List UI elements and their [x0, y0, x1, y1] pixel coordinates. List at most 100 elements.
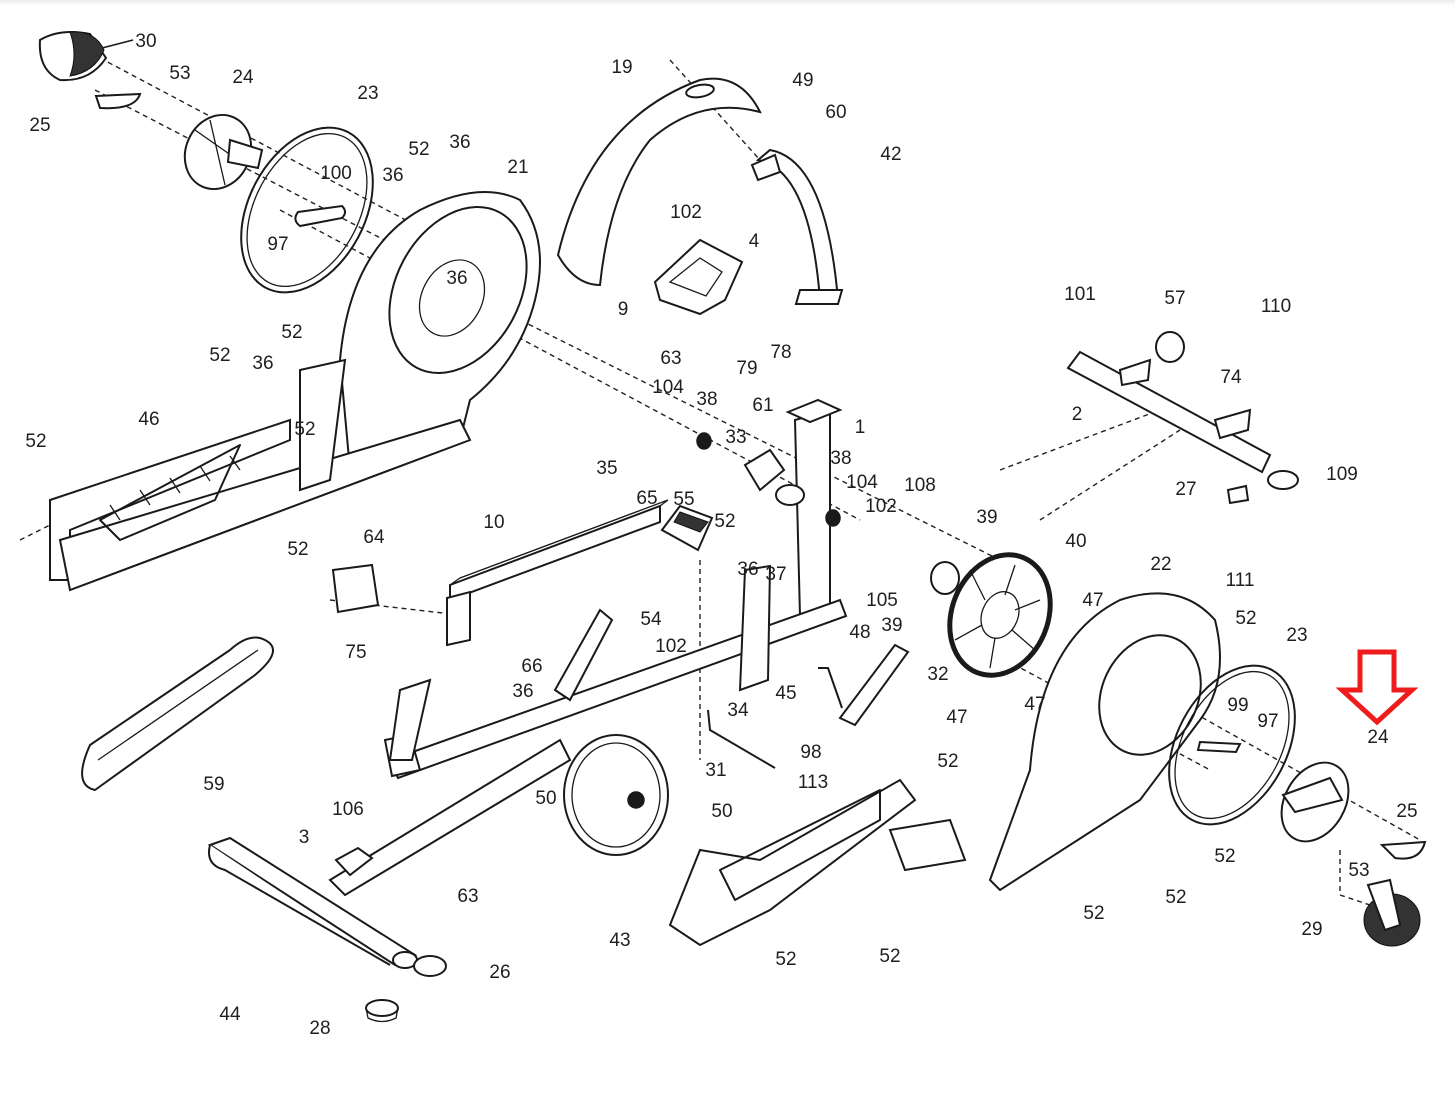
part-28-leveler	[365, 999, 399, 1023]
part-109-end-cap	[1267, 470, 1299, 490]
part-number-label-4: 4	[749, 231, 760, 252]
part-25-crank-cover-left	[94, 92, 142, 110]
part-number-label-52: 52	[937, 751, 958, 772]
part-number-label-9: 9	[618, 299, 629, 320]
part-number-label-37: 37	[765, 564, 786, 585]
part-9-console	[653, 238, 744, 316]
base-frame	[328, 564, 848, 897]
part-number-label-63: 63	[660, 348, 681, 369]
part-number-label-19: 19	[611, 57, 632, 78]
part-number-label-75: 75	[345, 642, 366, 663]
part-number-label-10: 10	[483, 512, 504, 533]
part-number-label-52: 52	[209, 345, 230, 366]
part-number-label-42: 42	[880, 144, 901, 165]
part-29-right-pedal	[1363, 878, 1421, 947]
part-number-label-52: 52	[281, 322, 302, 343]
part-105-hub	[930, 561, 960, 595]
part-number-label-52: 52	[1165, 887, 1186, 908]
part-number-label-52: 52	[408, 139, 429, 160]
part-number-label-109: 109	[1326, 464, 1358, 485]
part-number-label-108: 108	[904, 475, 936, 496]
leader-line	[101, 39, 134, 49]
part-number-label-47: 47	[1024, 694, 1045, 715]
part-number-label-101: 101	[1064, 284, 1096, 305]
part-21-left-shroud	[338, 191, 541, 472]
part-number-label-2: 2	[1072, 404, 1083, 425]
part-38-bearings	[696, 432, 841, 527]
part-number-label-3: 3	[299, 827, 310, 848]
part-number-label-59: 59	[203, 774, 224, 795]
part-number-label-99: 99	[1227, 695, 1248, 716]
part-number-label-30: 30	[135, 31, 156, 52]
part-number-label-24: 24	[1367, 727, 1389, 748]
part-number-label-28: 28	[309, 1018, 330, 1039]
part-number-label-60: 60	[825, 102, 846, 123]
part-number-label-57: 57	[1164, 288, 1185, 309]
top-edge-shadow	[0, 0, 1455, 6]
part-number-label-52: 52	[714, 511, 735, 532]
part-number-label-1: 1	[855, 417, 866, 438]
part-23-ring-left	[240, 126, 374, 294]
part-number-label-79: 79	[736, 358, 757, 379]
part-number-label-36: 36	[449, 132, 470, 153]
part-number-label-66: 66	[521, 656, 542, 677]
part-59-belt	[81, 636, 274, 791]
part-10-rail	[446, 499, 669, 647]
part-number-label-34: 34	[727, 700, 749, 721]
part-4-upright	[750, 148, 844, 305]
part-number-label-52: 52	[1235, 608, 1256, 629]
part-number-label-52: 52	[1214, 846, 1235, 867]
part-3-front-stabilizer	[207, 836, 418, 969]
part-number-label-22: 22	[1150, 554, 1171, 575]
part-number-label-61: 61	[752, 395, 773, 416]
part-number-label-65: 65	[636, 488, 657, 509]
part-number-label-21: 21	[507, 157, 528, 178]
part-number-label-38: 38	[696, 389, 717, 410]
part-number-label-52: 52	[287, 539, 308, 560]
part-number-label-78: 78	[770, 342, 791, 363]
part-number-label-25: 25	[1396, 801, 1417, 822]
part-number-label-111: 111	[1226, 570, 1255, 591]
part-number-label-36: 36	[382, 165, 403, 186]
part-number-label-104: 104	[846, 472, 878, 493]
part-number-label-43: 43	[609, 930, 630, 951]
part-number-label-36: 36	[446, 268, 467, 289]
part-number-label-33: 33	[725, 427, 746, 448]
part-number-label-97: 97	[1257, 711, 1278, 732]
part-number-label-47: 47	[1082, 590, 1103, 611]
part-number-label-49: 49	[792, 70, 813, 91]
part-26-end-cap	[413, 955, 447, 977]
part-number-label-50: 50	[711, 801, 732, 822]
part-number-label-64: 64	[363, 527, 385, 548]
part-number-label-44: 44	[219, 1004, 241, 1025]
part-32-idler-arm	[838, 643, 910, 727]
part-number-label-104: 104	[652, 377, 684, 398]
part-number-label-55: 55	[673, 489, 694, 510]
part-40-flywheel	[947, 552, 1053, 678]
part-33-idler-bracket	[743, 448, 786, 492]
part-22-right-shroud	[988, 592, 1221, 892]
part-number-label-38: 38	[830, 448, 851, 469]
part-24-crank-right	[1280, 761, 1350, 843]
part-number-label-105: 105	[866, 590, 898, 611]
part-number-label-97: 97	[267, 234, 288, 255]
part-number-label-63: 63	[457, 886, 478, 907]
part-number-label-50: 50	[535, 788, 556, 809]
part-number-label-52: 52	[879, 946, 900, 967]
part-number-label-53: 53	[1348, 860, 1369, 881]
part-number-label-53: 53	[169, 63, 190, 84]
part-65-foot-pad	[660, 504, 714, 552]
part-number-label-100: 100	[320, 163, 352, 184]
part-number-label-31: 31	[705, 760, 726, 781]
part-number-label-98: 98	[800, 742, 821, 763]
part-31-pulley	[563, 734, 669, 856]
part-number-label-46: 46	[138, 409, 159, 430]
part-34-cable	[707, 709, 776, 769]
part-number-label-23: 23	[357, 83, 378, 104]
part-27-pad	[1226, 484, 1250, 505]
part-number-label-39: 39	[881, 615, 902, 636]
part-number-label-35: 35	[596, 458, 617, 479]
part-number-label-36: 36	[737, 559, 758, 580]
part-number-label-106: 106	[332, 799, 364, 820]
